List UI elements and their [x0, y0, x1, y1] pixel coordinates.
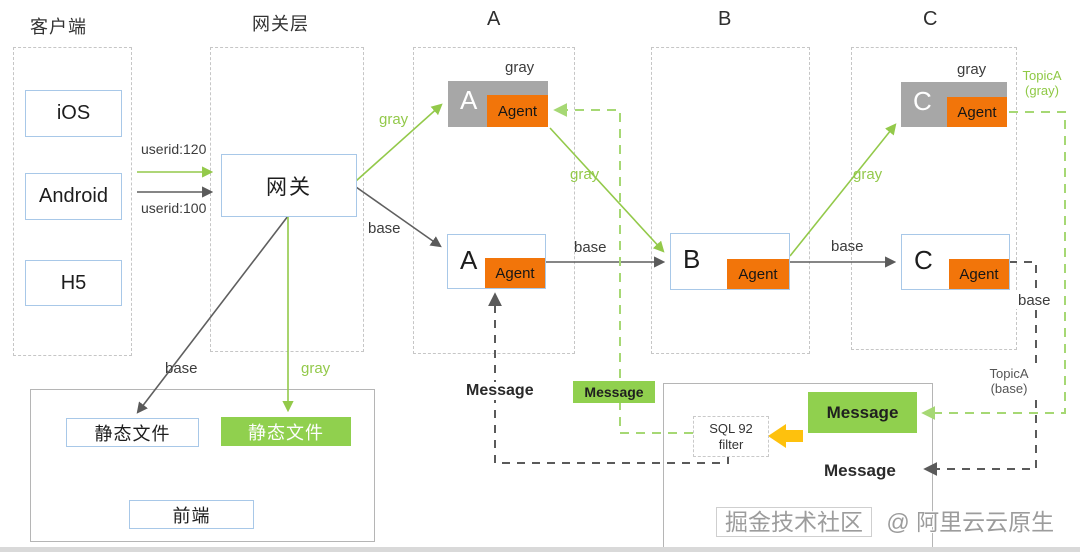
edge-b-to-gray-c [789, 123, 897, 257]
frontend-container-box [30, 389, 375, 542]
header-service-a: A [487, 8, 501, 30]
edge-label-gray-b-c: gray [853, 166, 883, 183]
frontend-box: 前端 [129, 500, 254, 529]
service-a-gray-box: A Agent [448, 81, 548, 127]
service-a-base-letter: A [460, 245, 478, 275]
edge-label-base-b-c: base [831, 238, 864, 255]
bottom-edge-strip [0, 547, 1080, 552]
service-b-agent: Agent [727, 259, 789, 289]
client-android-box: Android [25, 173, 122, 220]
client-h5-box: H5 [25, 260, 122, 306]
client-ios-box: iOS [25, 90, 122, 137]
mq-base-produce-path [923, 261, 1037, 476]
service-a-gray-letter: A [460, 85, 478, 115]
header-client-layer: 客户端 [30, 17, 87, 37]
edge-gateway-to-gray-a [355, 103, 443, 182]
sql92-filter-line2: filter [718, 436, 744, 452]
service-a-base-box: A Agent [447, 234, 546, 289]
edge-label-base-static: base [165, 360, 198, 377]
sql92-filter-box: SQL 92 filter [693, 416, 769, 457]
mq-base-consume-path [488, 292, 729, 464]
service-c-gray-agent: Agent [947, 97, 1007, 127]
static-files-base-box: 静态文件 [66, 418, 199, 447]
topic-a-base-label: TopicA (base) [981, 366, 1037, 396]
service-c-base-box: C Agent [901, 234, 1010, 290]
message-gray-badge: Message [573, 381, 655, 403]
edge-gray-a-to-b [549, 127, 665, 253]
service-b-box: B Agent [670, 233, 790, 290]
edge-label-base-a-b: base [574, 239, 607, 256]
edge-label-base-topic: base [1016, 292, 1053, 309]
topic-a-gray-line1: TopicA [1022, 68, 1062, 83]
gateway-column-box [210, 47, 364, 352]
topic-a-base-line1: TopicA [989, 366, 1029, 381]
edge-label-gray-gw-a: gray [379, 111, 409, 128]
userid-base-label: userid:100 [141, 200, 207, 216]
topic-a-gray-label: TopicA (gray) [1016, 68, 1068, 98]
watermark-author: @ 阿里云云原生 [886, 509, 1055, 535]
service-c-base-agent: Agent [949, 259, 1009, 289]
edge-gateway-to-base-a [355, 186, 442, 248]
service-c-gray-box: C Agent [901, 82, 1007, 127]
service-b-column-box [651, 47, 810, 354]
edge-gateway-to-static-base [136, 215, 289, 414]
message-base-text: Message [822, 461, 898, 481]
service-a-base-agent: Agent [485, 258, 545, 288]
sql92-filter-line1: SQL 92 [709, 420, 753, 436]
service-c-column-box [851, 47, 1017, 350]
message-gray-box: Message [808, 392, 917, 433]
edge-label-gray-static: gray [301, 360, 331, 377]
gray-env-label-a: gray [505, 59, 535, 76]
header-service-b: B [718, 8, 732, 30]
gray-env-label-c: gray [957, 61, 987, 78]
filter-arrow-icon [768, 424, 803, 448]
mq-gray-consume-path [553, 103, 693, 434]
client-column-box [13, 47, 132, 356]
header-gateway-layer: 网关层 [252, 14, 309, 34]
service-a-gray-agent: Agent [487, 95, 548, 127]
gateway-box: 网关 [221, 154, 357, 217]
topic-a-gray-line2: (gray) [1025, 83, 1059, 98]
header-service-c: C [923, 8, 938, 30]
topic-a-base-line2: (base) [990, 381, 1028, 396]
message-base-consume-label: Message [464, 382, 536, 400]
watermark: 掘金技术社区 @ 阿里云云原生 [716, 503, 1054, 537]
service-c-base-letter: C [914, 245, 933, 275]
edge-label-base-gw-a: base [368, 220, 401, 237]
userid-gray-label: userid:120 [141, 141, 207, 157]
static-files-gray-box: 静态文件 [221, 417, 351, 446]
edge-label-gray-a-b: gray [570, 166, 600, 183]
watermark-community: 掘金技术社区 [716, 507, 872, 537]
service-c-gray-letter: C [913, 86, 932, 116]
service-b-letter: B [683, 244, 701, 274]
